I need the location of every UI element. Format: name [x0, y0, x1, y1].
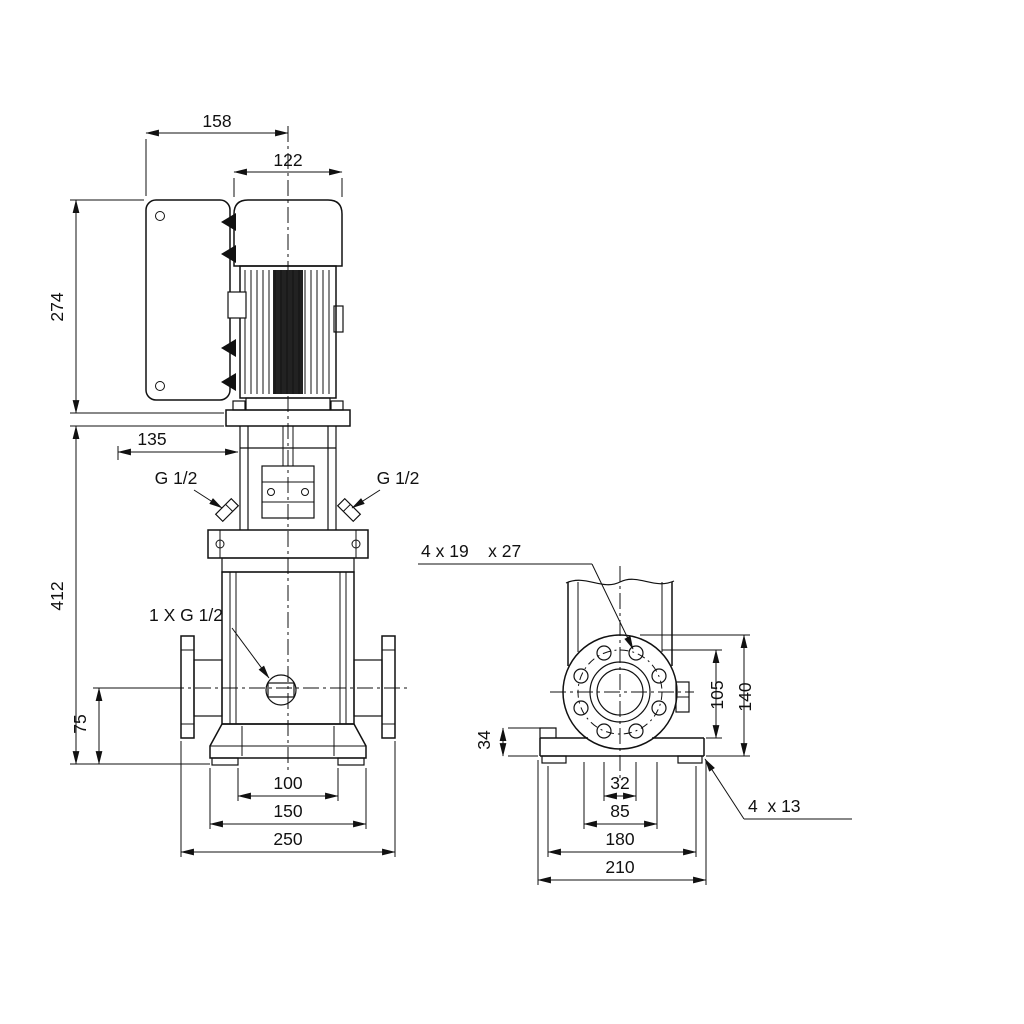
discharge-flange-right [353, 635, 396, 739]
dim-100-label: 100 [273, 773, 302, 793]
dim-180: 180 [547, 766, 697, 857]
dim-412-label: 412 [47, 581, 67, 610]
screw-icon [155, 211, 165, 221]
dim-150: 150 [209, 768, 367, 829]
base-foot [337, 757, 365, 766]
base-foot [677, 755, 703, 764]
head-bolt-icon [215, 539, 225, 549]
dim-150-label: 150 [273, 801, 302, 821]
dim-274: 274 [47, 199, 224, 414]
pump-base [209, 723, 367, 766]
dim-158: 158 [145, 111, 289, 196]
label-port-right: G 1/2 [351, 468, 420, 509]
dim-158-label: 158 [202, 111, 231, 131]
break-line [565, 578, 675, 586]
dim-75-label: 75 [70, 714, 90, 733]
flange-bolt [330, 400, 344, 411]
control-box [145, 199, 231, 401]
base-step [539, 727, 557, 738]
head-bolt-icon [351, 539, 361, 549]
coupling [261, 465, 315, 519]
discharge-pipe [353, 659, 383, 717]
terminal-entry [227, 291, 247, 319]
motor-clamp [333, 305, 344, 333]
bolt-circle [577, 649, 663, 735]
side-base [539, 727, 705, 764]
front-centerlines [168, 126, 408, 772]
label-flange-holes: 4 x 19 x 27 [418, 541, 634, 650]
dim-250: 250 [180, 741, 396, 857]
dim-210-label: 210 [605, 857, 634, 877]
motor [221, 199, 351, 427]
pump-column [565, 578, 675, 666]
base-holes-label: 4 x 13 [748, 796, 801, 816]
plug-left [214, 497, 240, 523]
dim-140-label: 140 [735, 682, 755, 711]
drain-port [265, 674, 297, 706]
dim-180-label: 180 [605, 829, 634, 849]
clip-icons [221, 213, 236, 391]
coupling-bolt-icon [301, 488, 309, 496]
base-foot [541, 755, 567, 764]
lantern-supports [239, 426, 337, 530]
dim-135: 135 [117, 429, 239, 460]
dim-140: 140 [640, 634, 755, 757]
flange-outer-circle [562, 634, 678, 750]
flange-holes-label: 4 x 19 x 27 [421, 541, 521, 561]
label-port-left: G 1/2 [155, 468, 223, 509]
bore-circle [596, 668, 644, 716]
port-right-label: G 1/2 [377, 468, 420, 488]
side-centerlines [550, 566, 694, 782]
motor-center-band [273, 270, 303, 394]
base-foot [211, 757, 239, 766]
tie-rods [229, 572, 347, 724]
side-view: 4 x 19 x 27 34 105 140 [418, 541, 852, 885]
coupling-lantern [214, 426, 362, 530]
dim-135-label: 135 [137, 429, 166, 449]
label-base-holes: 4 x 13 [704, 758, 852, 820]
coupling-bolt-icon [267, 488, 275, 496]
bolt-holes [573, 645, 667, 739]
dim-274-label: 274 [47, 292, 67, 321]
dim-105-label: 105 [707, 680, 727, 709]
motor-stool-flange [225, 409, 351, 427]
side-dimensions: 4 x 19 x 27 34 105 140 [418, 541, 852, 885]
motor-fins [244, 270, 330, 394]
dim-105: 105 [662, 649, 727, 739]
dim-34: 34 [474, 727, 540, 757]
dim-34-label: 34 [474, 730, 494, 750]
fan-cover [233, 199, 343, 267]
dim-122-label: 122 [273, 150, 302, 170]
dim-85: 85 [583, 762, 658, 829]
raised-face-circle [589, 661, 651, 723]
plug-right [336, 497, 362, 523]
flange-bolt [232, 400, 246, 411]
port-left-label: G 1/2 [155, 468, 198, 488]
dim-210: 210 [537, 760, 707, 885]
label-drain-port: 1 X G 1/2 [149, 605, 270, 679]
drain-port-label: 1 X G 1/2 [149, 605, 223, 625]
dim-250-label: 250 [273, 829, 302, 849]
dim-32: 32 [603, 762, 637, 801]
suction-pipe [193, 659, 223, 717]
dim-75: 75 [70, 687, 206, 765]
dim-32-label: 32 [610, 773, 629, 793]
dim-85-label: 85 [610, 801, 629, 821]
dim-412: 412 [47, 425, 224, 765]
screw-icon [155, 381, 165, 391]
dim-122: 122 [233, 150, 343, 197]
suction-flange-left [180, 635, 223, 739]
coupling-split-lines [262, 481, 314, 503]
shaft [282, 426, 294, 466]
dim-100: 100 [237, 768, 339, 801]
front-view: 158 122 274 135 G 1/2 G 1/2 [47, 111, 419, 857]
flange-face [562, 634, 690, 750]
front-dimensions: 158 122 274 135 G 1/2 G 1/2 [47, 111, 419, 857]
